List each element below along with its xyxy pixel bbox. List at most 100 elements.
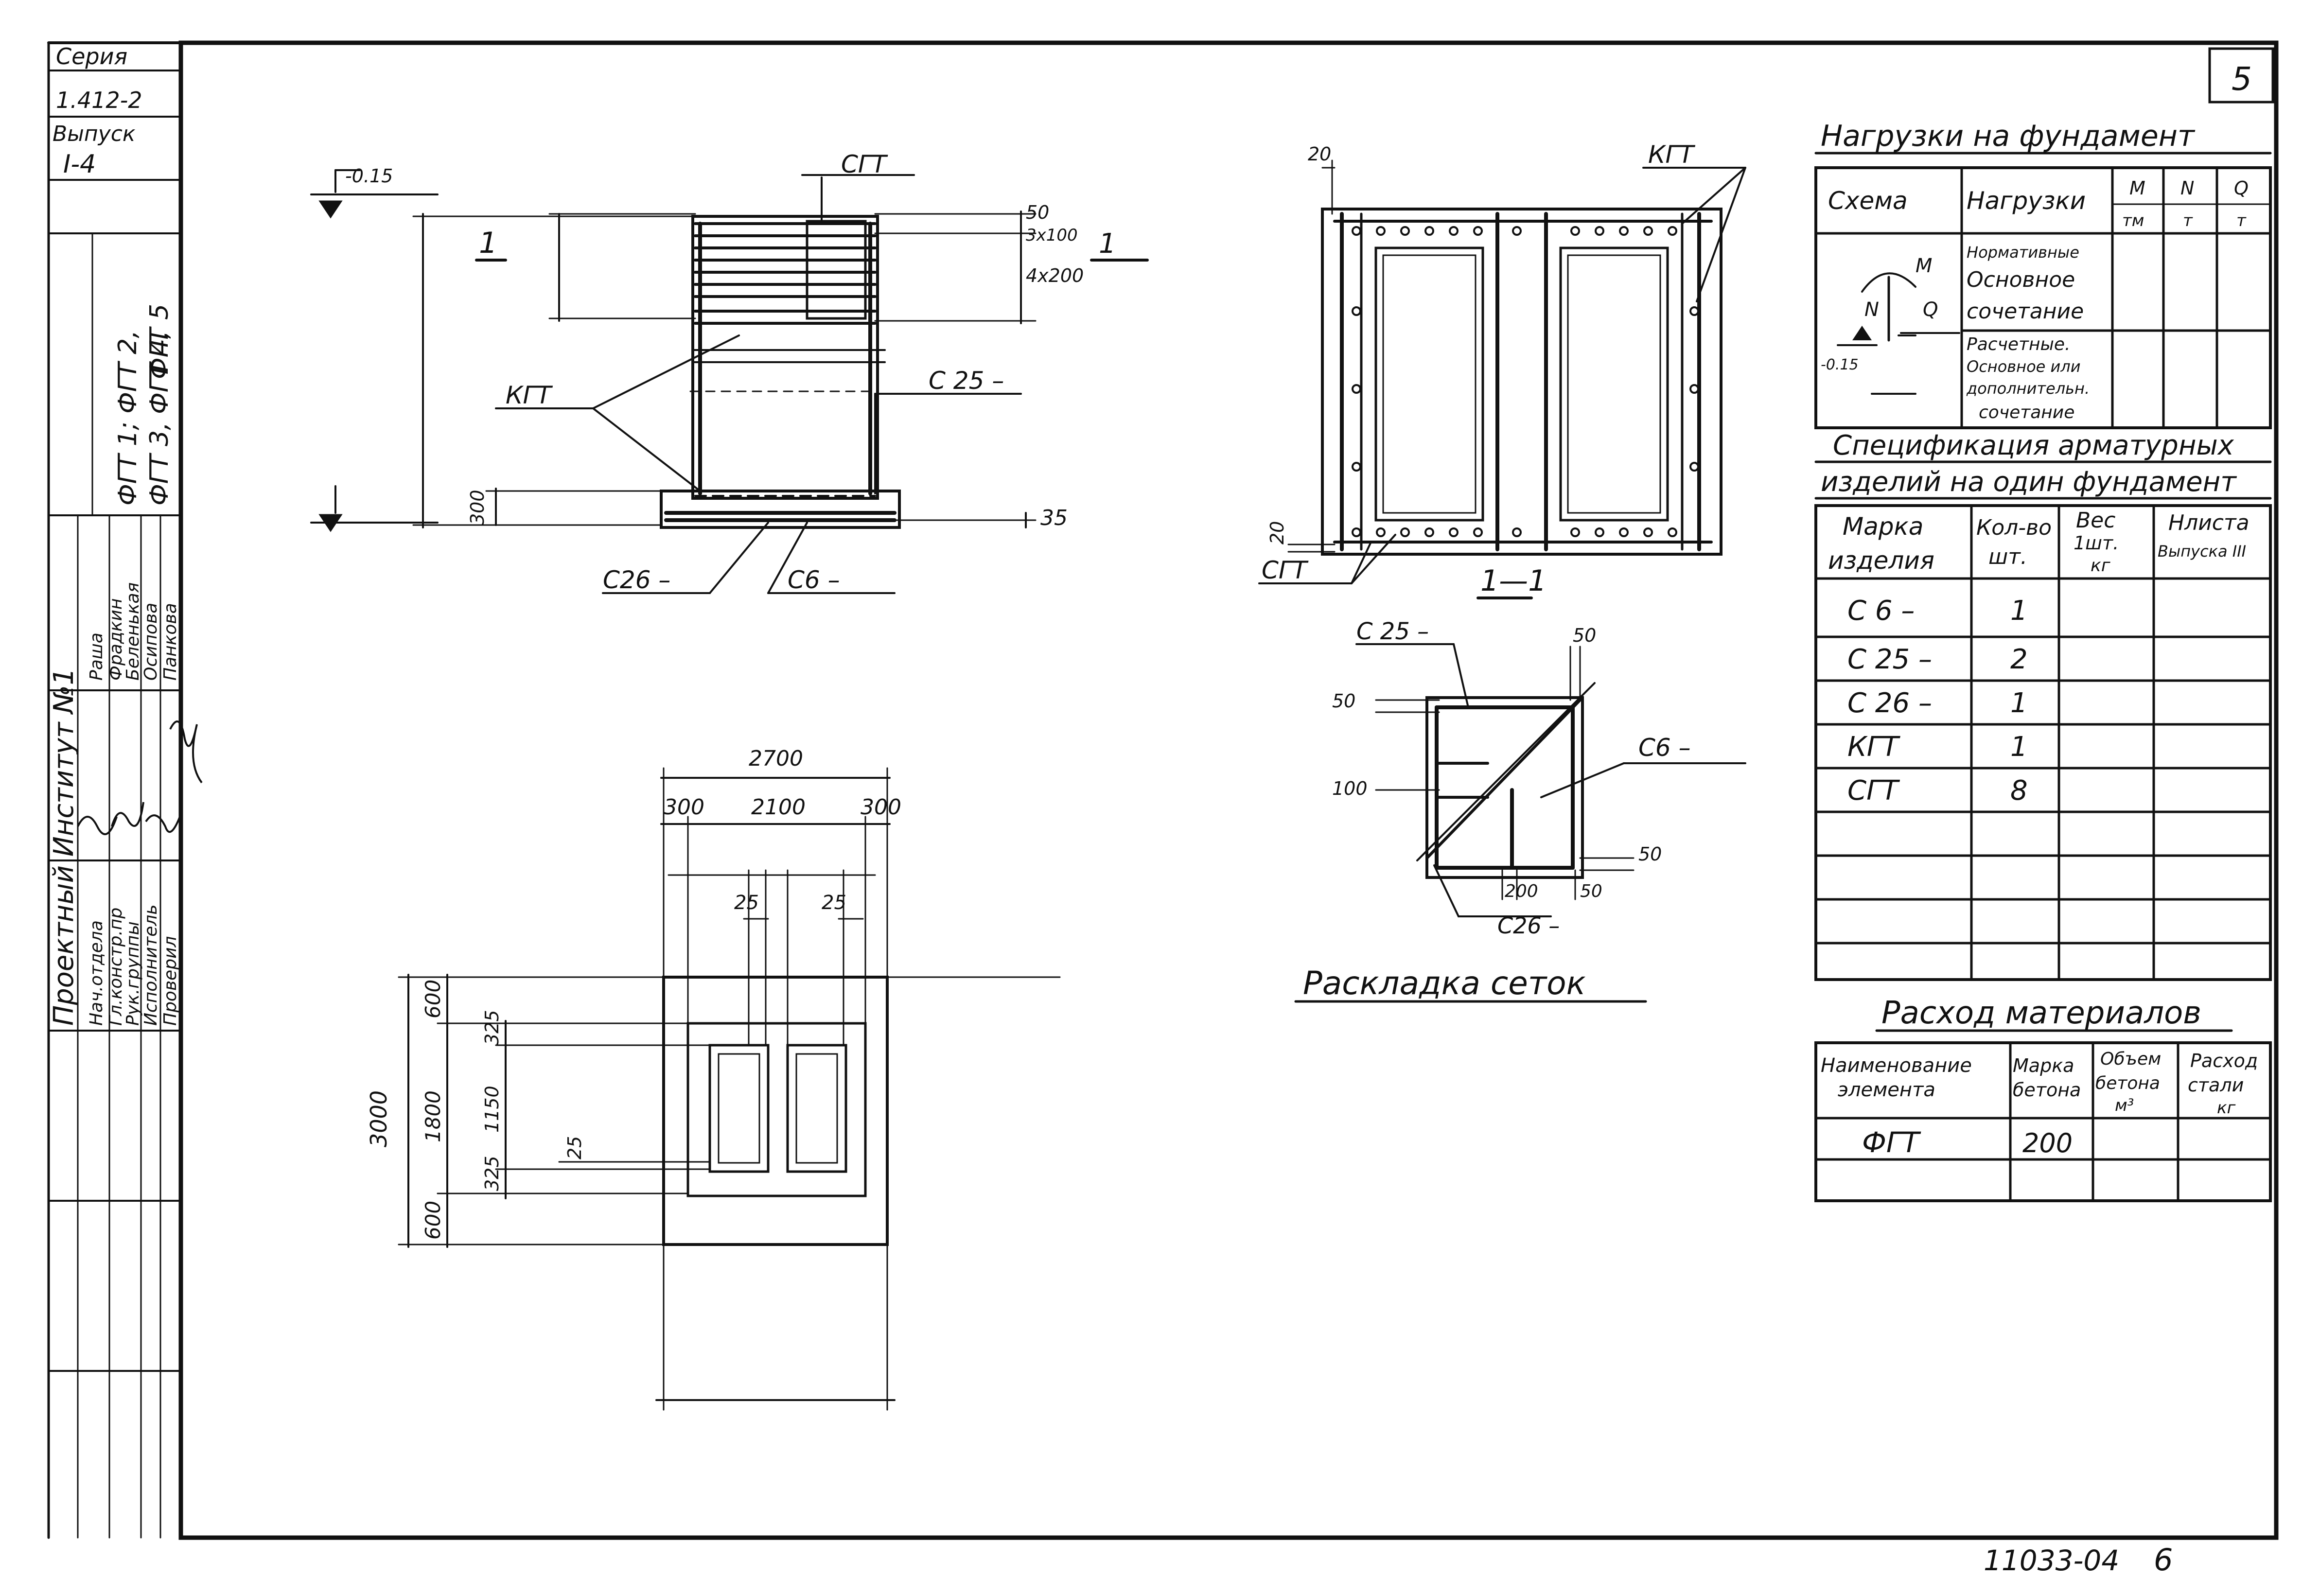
spec-row5-qty: 8 [2010, 775, 2028, 807]
mesh-dim-200: 200 [1505, 881, 1538, 901]
mesh-dim-50-right: 50 [1638, 843, 1662, 865]
section-mark-left: 1 [479, 226, 497, 260]
sheet-number-box [2208, 47, 2274, 104]
dim-1150: 1150 [481, 1086, 503, 1133]
spec-row3-qty: 1 [2010, 687, 2028, 719]
spec-h2-2: шт. [1988, 544, 2027, 569]
mat-h3-2: бетона [2095, 1073, 2160, 1093]
mesh-dim-100: 100 [1332, 778, 1368, 799]
sec11-label-kgt: КГТ [1648, 140, 1695, 169]
mesh-layout [1294, 643, 1746, 1003]
doc-code: 11033-04 [1984, 1544, 2119, 1577]
codes-line-2: ФГТ 3, ФГТ 4, [145, 331, 174, 506]
mesh-label-c25: С 25 – [1356, 618, 1429, 645]
role-5: Проверил [160, 936, 180, 1026]
dim-300-right: 300 [861, 795, 901, 820]
loads-row1-line1: Нормативные [1967, 243, 2079, 262]
name-5: Панкова [160, 603, 180, 681]
sheet-number: 5 [2232, 60, 2252, 98]
sec11-dim-bottom: 20 [1266, 521, 1288, 544]
label-c6: С6 – [788, 566, 840, 594]
loads-row1-line3: сочетание [1967, 299, 2084, 324]
spec-h3-1: Вес [2076, 508, 2115, 533]
mat-h2-1: Марка [2013, 1055, 2074, 1076]
plan-view [398, 767, 1061, 1411]
mat-h4-1: Расход [2190, 1050, 2258, 1071]
label-c26: С26 – [603, 566, 670, 594]
loads-row2-line4: сочетание [1979, 403, 2074, 422]
loads-scheme-m: M [1916, 255, 1933, 277]
name-2: Фрадкин [106, 598, 126, 681]
loads-unit-m: тм [2122, 211, 2144, 230]
loads-header-scheme: Схема [1828, 187, 1908, 215]
loads-header-m: M [2129, 177, 2145, 199]
name-3: Беленькая [123, 582, 143, 681]
label-sgt: СГТ [841, 150, 888, 178]
spec-h4-1: Нлиста [2168, 510, 2250, 535]
elev-top-label: -0.15 [345, 165, 393, 187]
dim-300-left: 300 [664, 795, 704, 820]
section-1-1 [1258, 159, 1746, 599]
name-4: Осипова [141, 603, 161, 681]
spec-row2-mark: С 25 – [1847, 644, 1932, 675]
section-mark-right: 1 [1099, 228, 1116, 260]
dim-600-bottom: 600 [421, 1201, 445, 1240]
mat-row1-name: ФГТ [1862, 1126, 1921, 1159]
loads-scheme-n: N [1864, 298, 1879, 321]
loads-scheme-q: Q [1923, 298, 1938, 321]
spec-title-2: изделий на один фундамент [1821, 466, 2237, 498]
mesh-label-c26: С26 – [1497, 912, 1560, 939]
loads-header-n: N [2180, 177, 2194, 199]
dim-300: 300 [467, 490, 488, 525]
materials-title: Расход материалов [1881, 995, 2201, 1031]
mesh-layout-title: Раскладка сеток [1303, 965, 1586, 1002]
mesh-dim-50-left: 50 [1332, 690, 1355, 712]
spec-row1-qty: 1 [2010, 595, 2028, 627]
dim-25-a: 25 [734, 892, 759, 914]
mesh-dim-50-top: 50 [1573, 625, 1596, 646]
dim-600-top: 600 [421, 980, 445, 1018]
loads-unit-q: т [2236, 211, 2247, 230]
signatures [77, 720, 203, 835]
loads-header-q: Q [2234, 177, 2249, 199]
spec-table-grid [1814, 460, 2272, 981]
materials-table-grid [1814, 1029, 2272, 1202]
codes-line-1: ФГТ 1; ФГТ 2, [113, 330, 142, 506]
loads-title: Нагрузки на фундамент [1821, 119, 2196, 153]
series-value: 1.412-2 [56, 87, 142, 113]
sec11-dim-top: 20 [1308, 143, 1331, 165]
role-3: Рук.группы [123, 921, 143, 1026]
spec-row1-mark: С 6 – [1847, 595, 1915, 627]
loads-row2-line2: Основное или [1967, 357, 2081, 376]
dim-25-c: 25 [564, 1136, 585, 1159]
mat-h4-2: стали [2188, 1074, 2244, 1096]
dim-2100: 2100 [751, 795, 806, 820]
spec-h1-1: Марка [1843, 512, 1923, 541]
mat-h3-1: Объем [2100, 1049, 2161, 1069]
spec-row4-qty: 1 [2010, 731, 2028, 763]
dim-325-top: 325 [481, 1010, 503, 1045]
mat-h1-1: Наименование [1821, 1054, 1972, 1077]
series-label: Серия [56, 43, 127, 70]
spec-h4-2: Выпуска III [2158, 542, 2246, 561]
role-1: Нач.отдела [87, 920, 106, 1026]
mat-h1-2: элемента [1838, 1079, 1935, 1101]
dim-35: 35 [1040, 506, 1068, 530]
loads-table-grid [1814, 152, 2272, 429]
dim-3x100: 3x100 [1026, 226, 1078, 245]
spec-row2-qty: 2 [2010, 644, 2028, 675]
name-1: Раша [87, 632, 106, 681]
role-2: Гл.констр.пр [106, 908, 126, 1026]
dim-50: 50 [1026, 202, 1049, 223]
dim-3000: 3000 [366, 1090, 392, 1147]
dim-2700: 2700 [749, 746, 803, 771]
institute-name: Проектный Институт №1 [48, 668, 80, 1026]
spec-row3-mark: С 26 – [1847, 687, 1932, 719]
mat-row1-grade: 200 [2022, 1128, 2073, 1158]
loads-row2-line1: Расчетные. [1967, 334, 2071, 354]
loads-scheme-elev: -0.15 [1821, 356, 1859, 373]
loads-row1-line2: Основное [1967, 267, 2075, 292]
section-view [310, 169, 1149, 594]
loads-unit-n: т [2183, 211, 2193, 230]
